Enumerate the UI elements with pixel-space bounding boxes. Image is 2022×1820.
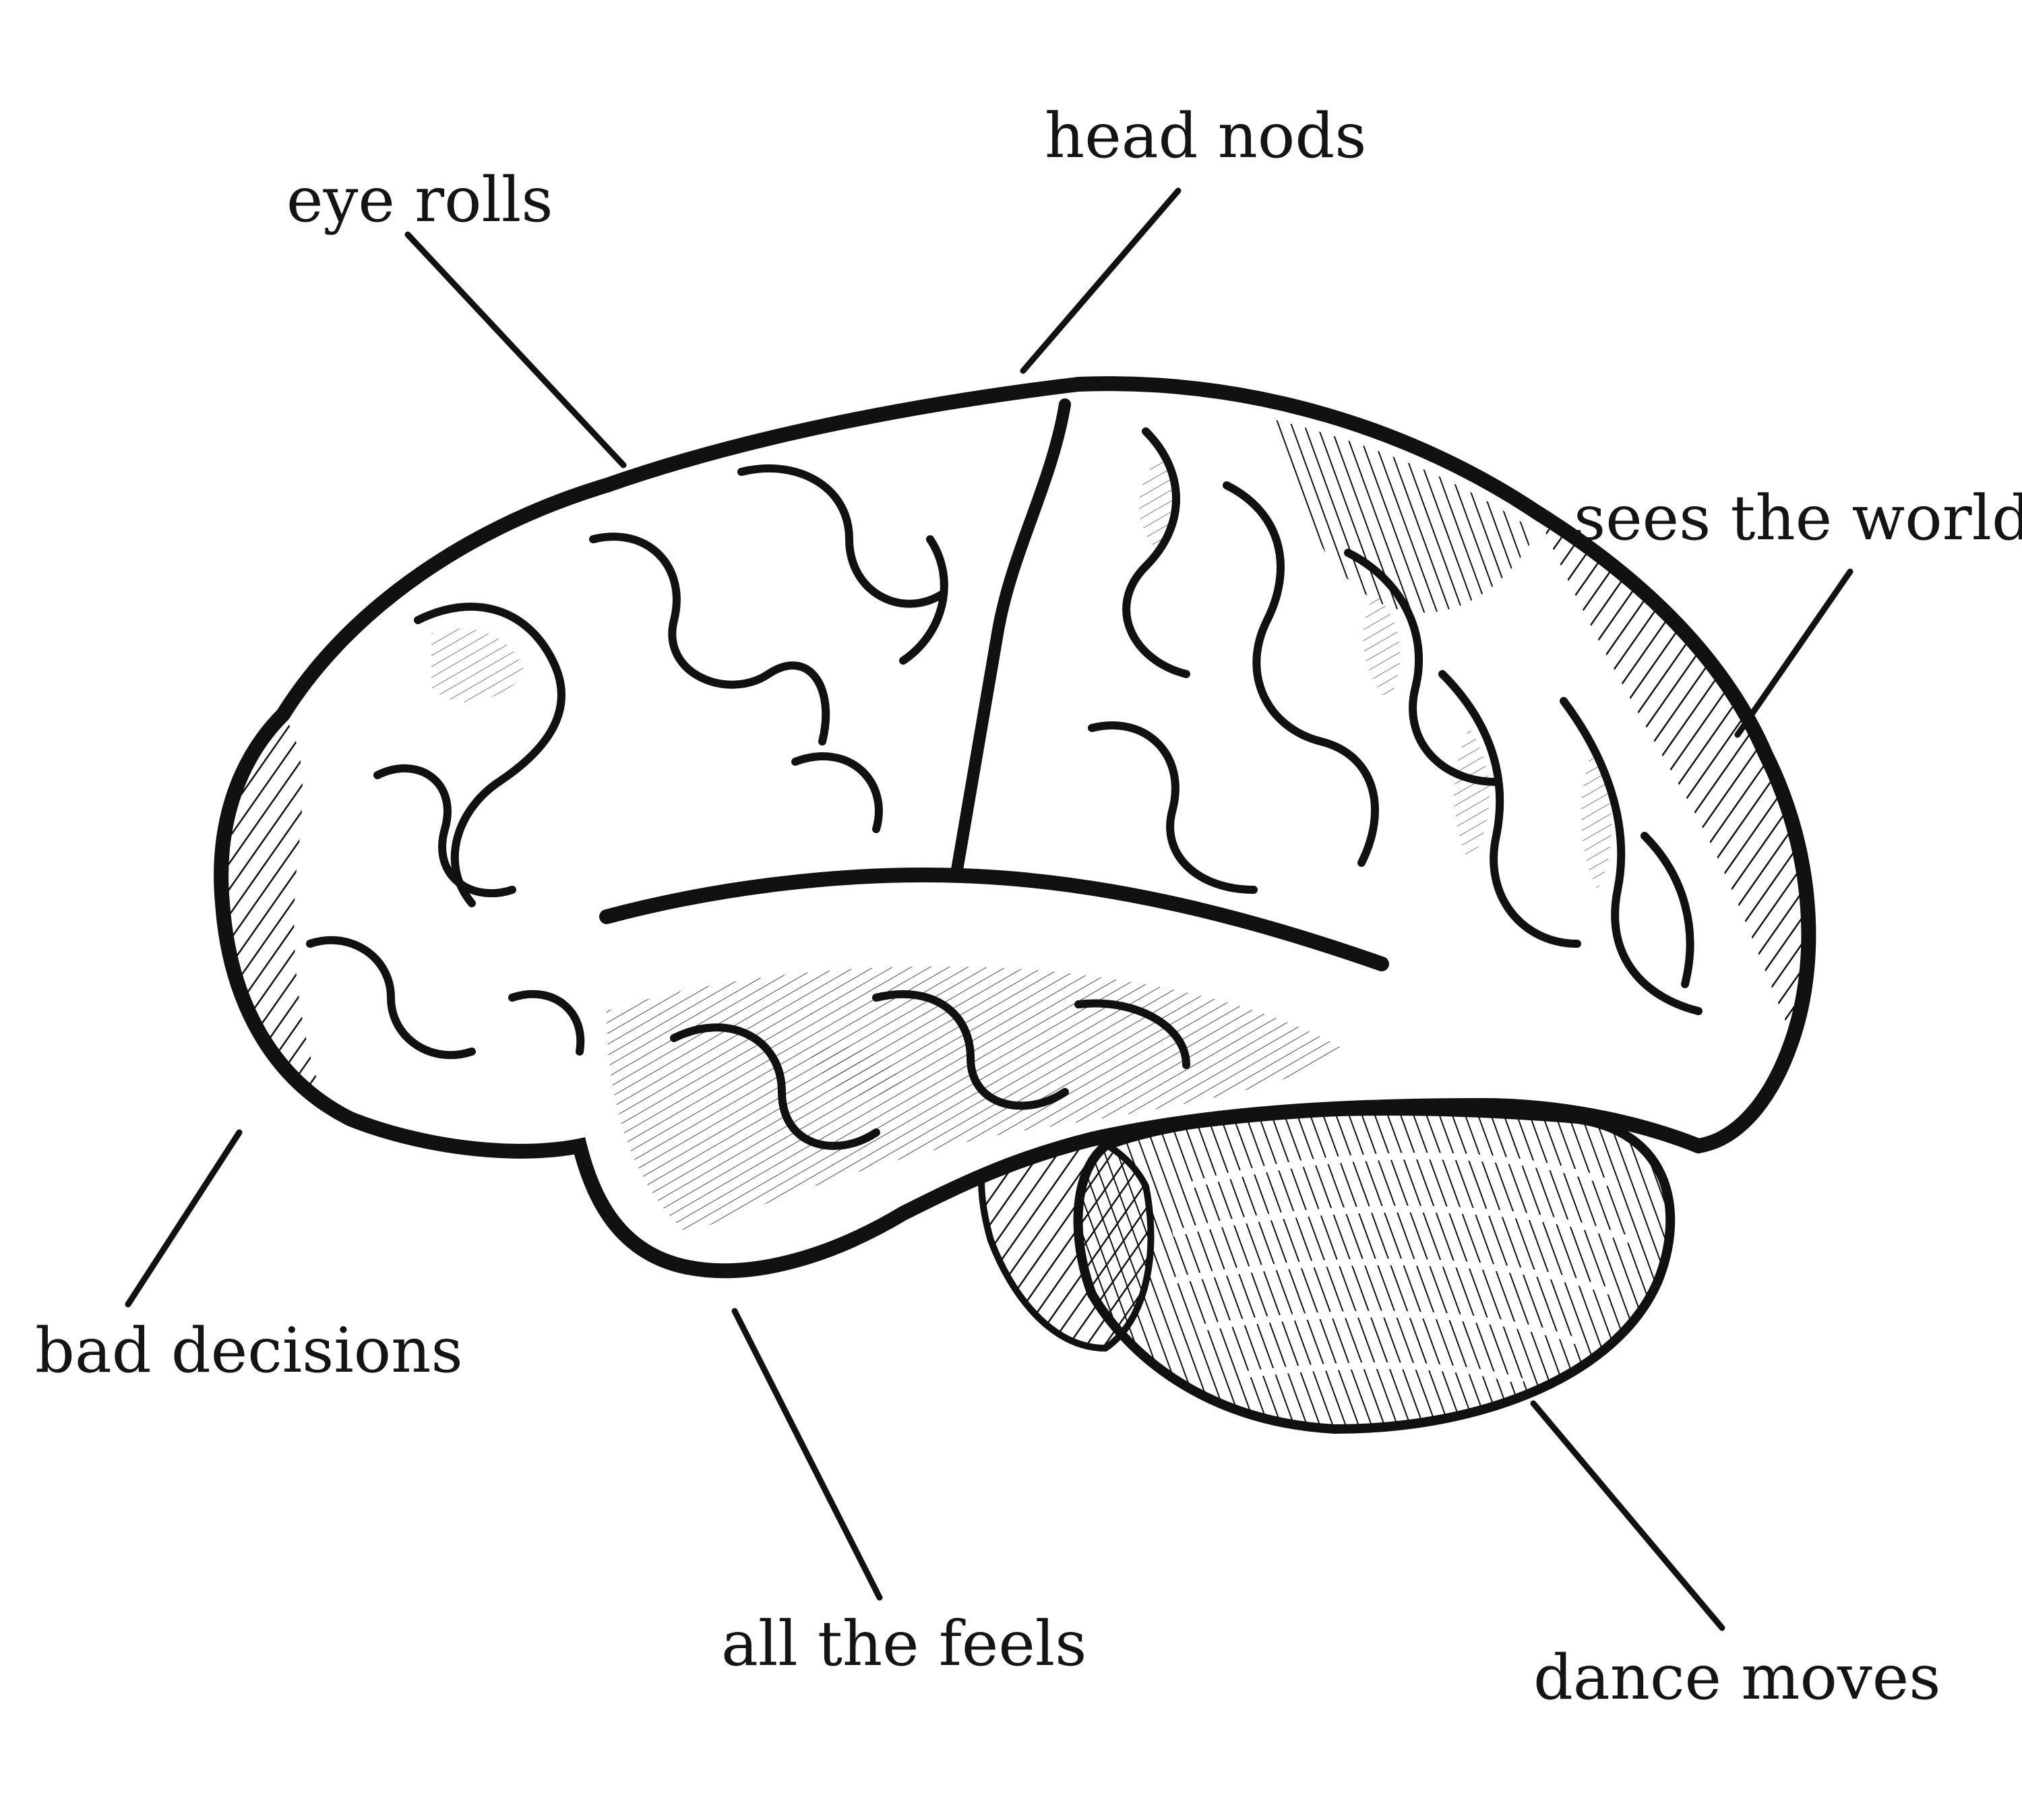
leader-eye-rolls (404, 231, 627, 468)
leader-lines (125, 187, 1854, 1631)
leader-dance-moves (1530, 1400, 1725, 1631)
label-head-nods: head nods (1045, 100, 1366, 172)
frontal-shading (225, 715, 324, 1099)
top-shading (1267, 418, 1537, 613)
leader-head-nods (1020, 187, 1182, 374)
leader-all-the-feels (731, 1308, 883, 1601)
brain-illustration (214, 376, 1816, 1434)
brain-stem (978, 1124, 1155, 1352)
central-sulcus (951, 398, 1071, 876)
temporal-lobe-shading (607, 966, 1348, 1234)
label-sees-the-world: sees the world (1574, 482, 2022, 554)
lateral-fissure (599, 868, 1389, 971)
label-eye-rolls: eye rolls (286, 164, 553, 236)
gyri-lines (306, 427, 1703, 1150)
labels: eye rolls head nods sees the world bad d… (35, 100, 2022, 1713)
leader-bad-decisions (125, 1129, 243, 1308)
cerebellum (1073, 1106, 1676, 1434)
leader-sees-the-world (1734, 568, 1854, 738)
label-bad-decisions: bad decisions (35, 1314, 463, 1387)
occipital-shading (1537, 512, 1809, 1038)
label-dance-moves: dance moves (1533, 1641, 1940, 1713)
label-all-the-feels: all the feels (721, 1608, 1086, 1680)
gyri-shading (431, 458, 1612, 1096)
